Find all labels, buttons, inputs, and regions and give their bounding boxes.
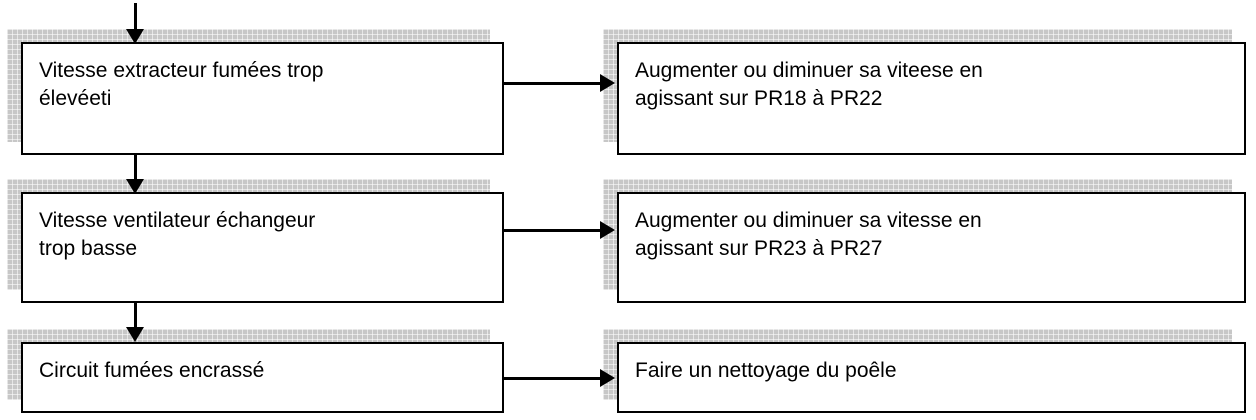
arrow-right-3-head-icon — [600, 369, 615, 387]
flow-arrow-down-2-line — [134, 155, 137, 180]
arrow-right-3-line — [503, 377, 601, 380]
remedy-box-1-text-line2: agissant sur PR18 à PR22 — [635, 87, 883, 110]
flow-arrow-down-1-head-icon — [126, 29, 144, 44]
cause-box-1-text-line2: élevéeti — [39, 87, 112, 110]
remedy-box-2-text-line2: agissant sur PR23 à PR27 — [635, 237, 883, 260]
remedy-box-3: Faire un nettoyage du poêle — [617, 342, 1246, 413]
remedy-box-1-text-line1: Augmenter ou diminuer sa viteese en — [635, 59, 983, 82]
arrow-right-2-head-icon — [600, 221, 615, 239]
flow-arrow-down-1-line — [134, 3, 137, 30]
remedy-box-3-text-line1: Faire un nettoyage du poêle — [635, 359, 897, 382]
arrow-right-2-line — [503, 229, 601, 232]
remedy-box-1: Augmenter ou diminuer sa viteese en agis… — [617, 42, 1246, 155]
cause-box-1-text-line1: Vitesse extracteur fumées trop — [39, 59, 324, 82]
remedy-box-2-text-line1: Augmenter ou diminuer sa vitesse en — [635, 209, 982, 232]
flow-arrow-down-2-head-icon — [126, 179, 144, 194]
cause-box-2-text-line1: Vitesse ventilateur échangeur — [39, 209, 316, 232]
cause-box-1: Vitesse extracteur fumées trop élevéeti — [21, 42, 504, 155]
arrow-right-1-head-icon — [600, 74, 615, 92]
cause-box-2: Vitesse ventilateur échangeur trop basse — [21, 192, 504, 303]
arrow-right-1-line — [503, 82, 601, 85]
cause-box-3: Circuit fumées encrassé — [21, 342, 504, 413]
flow-arrow-down-3-line — [134, 303, 137, 328]
cause-box-3-text-line1: Circuit fumées encrassé — [39, 359, 265, 382]
remedy-box-2: Augmenter ou diminuer sa vitesse en agis… — [617, 192, 1246, 303]
flow-arrow-down-3-head-icon — [126, 327, 144, 342]
cause-box-2-text-line2: trop basse — [39, 237, 138, 260]
